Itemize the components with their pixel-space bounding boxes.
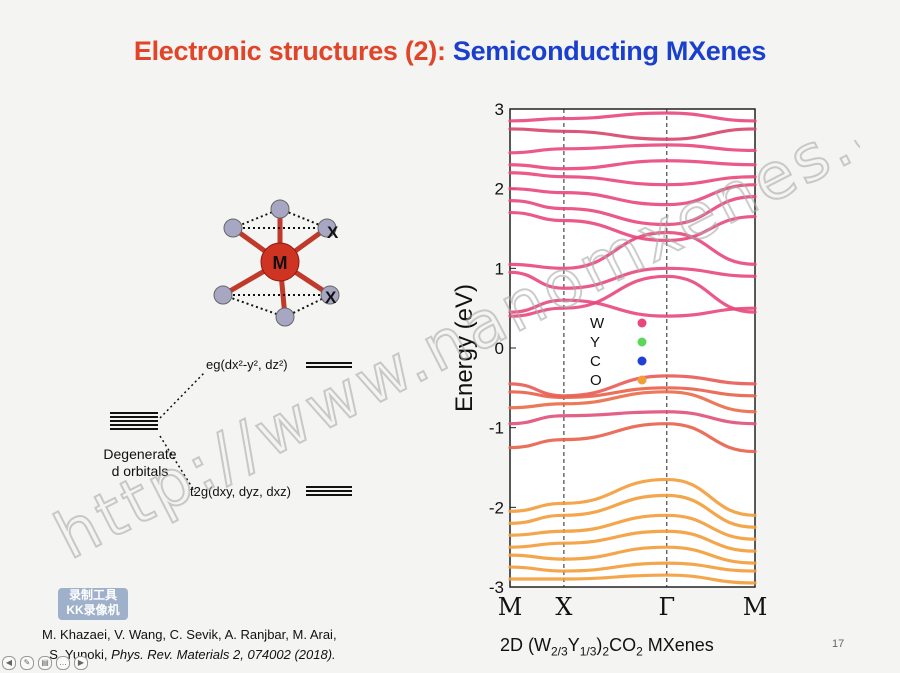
band-line <box>508 298 757 318</box>
band-line <box>508 230 757 270</box>
band-line <box>508 386 757 399</box>
band-line <box>508 111 757 123</box>
kpoint-label: M <box>498 593 523 621</box>
legend-label: O <box>590 372 602 389</box>
legend-label: C <box>590 353 601 370</box>
degenerate-level-lines <box>110 412 158 432</box>
band-line <box>508 183 757 207</box>
y-tick-label: -3 <box>489 578 504 597</box>
metal-atom-label: M <box>273 253 288 273</box>
band-line <box>508 477 757 517</box>
band-line <box>508 159 757 171</box>
recorder-badge-line-1: 录制工具 <box>68 588 117 602</box>
band-line <box>508 390 757 414</box>
band-line <box>508 422 757 454</box>
legend-marker <box>637 337 647 347</box>
band-line <box>508 545 757 565</box>
slide-title: Electronic structures (2): Semiconductin… <box>0 36 900 67</box>
degenerate-label: Degenerate d orbitals <box>80 446 200 480</box>
pen-icon[interactable]: ✎ <box>20 656 34 670</box>
legend-label: W <box>590 315 605 332</box>
band-line <box>508 561 757 573</box>
y-tick-label: -2 <box>489 498 504 517</box>
ligand-label-bottom: X <box>325 288 337 307</box>
eg-level-label: eg(dx²-y², dz²) <box>206 357 288 372</box>
legend-marker <box>637 375 647 385</box>
band-line <box>508 493 757 529</box>
kpoint-label: X <box>555 593 572 621</box>
slide-navigation-bar[interactable]: ◀ ✎ ▤ … ▶ <box>2 656 88 670</box>
eg-level-lines <box>306 362 352 370</box>
title-part-2: Semiconducting MXenes <box>452 36 767 66</box>
band-line <box>508 410 757 426</box>
title-part-1: Electronic structures (2): <box>133 36 446 66</box>
degenerate-line-1: Degenerate <box>103 446 177 462</box>
page-number: 17 <box>832 638 845 650</box>
band-line <box>508 143 757 155</box>
ligand-label-top: X <box>327 223 339 242</box>
band-line <box>508 513 757 541</box>
next-slide-icon[interactable]: ▶ <box>74 656 88 670</box>
band-line <box>508 195 757 227</box>
band-line <box>508 210 757 243</box>
plot-frame <box>509 108 756 588</box>
y-tick-label: 2 <box>495 180 504 199</box>
y-tick-label: 3 <box>495 100 504 119</box>
band-line <box>508 573 757 585</box>
band-line <box>508 529 757 553</box>
band-line <box>508 374 757 398</box>
y-axis-label: Energy (eV) <box>451 284 478 412</box>
t2g-level-lines <box>306 486 352 498</box>
recorder-badge: 录制工具 KK录像机 <box>58 588 128 620</box>
y-tick-label: 0 <box>495 339 504 358</box>
octahedral-molecule-diagram: M X X <box>213 199 340 327</box>
recorder-badge-line-2: KK录像机 <box>66 603 120 617</box>
kpoint-label: M <box>743 593 768 621</box>
t2g-level-label: t2g(dxy, dyz, dxz) <box>190 484 291 499</box>
degenerate-line-2: d orbitals <box>111 463 169 479</box>
band-line <box>508 171 757 187</box>
figure-caption: 2D (W2/3Y1/3)2CO2 MXenes <box>500 635 714 659</box>
band-line <box>508 127 757 141</box>
slide-menu-icon[interactable]: ▤ <box>38 656 52 670</box>
reference-journal: Phys. Rev. Materials 2, 074002 (2018). <box>111 647 336 662</box>
legend-marker <box>637 356 647 366</box>
legend-marker <box>637 318 647 328</box>
band-line <box>508 266 757 290</box>
more-options-icon[interactable]: … <box>56 656 70 670</box>
kpoint-label: Γ <box>658 593 675 621</box>
previous-slide-icon[interactable]: ◀ <box>2 656 16 670</box>
band-line <box>508 274 757 318</box>
reference-line-1: M. Khazaei, V. Wang, C. Sevik, A. Ranjba… <box>42 627 337 642</box>
y-tick-label: -1 <box>489 419 504 438</box>
legend-label: Y <box>590 334 600 351</box>
y-tick-label: 1 <box>495 259 504 278</box>
